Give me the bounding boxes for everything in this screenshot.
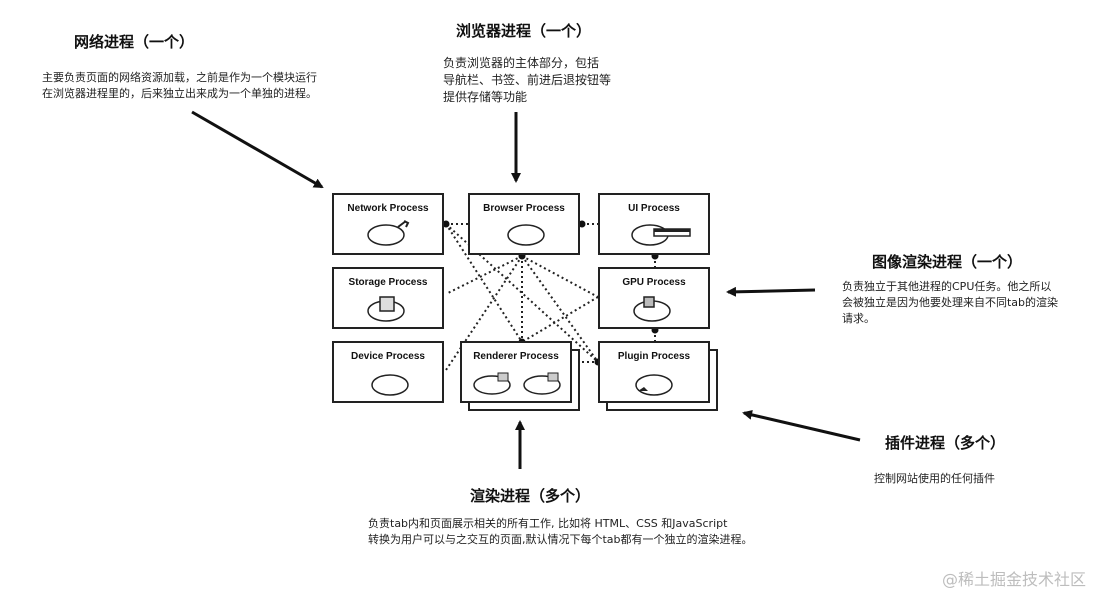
arrow-plugin [742,409,861,442]
connector-gpu-renderer [521,296,599,343]
network-process-label: Network Process [347,203,429,214]
browser-desc-line: 提供存储等功能 [443,90,528,104]
arrow-network [191,110,324,189]
ui-process-box: UI Process [598,193,710,255]
gpu-process-box: GPU Process [598,267,710,329]
renderer-process-label: Renderer Process [473,351,559,362]
storage-process-label: Storage Process [348,277,428,288]
network-desc-line: 在浏览器进程里的，后来独立出来成为一个单独的进程。 [42,87,317,100]
gpu-annotation-desc: 负责独立于其他进程的CPU任务。他之所以 会被独立是因为他要处理来自不同tab的… [842,279,1058,327]
dotted-connectors [445,223,656,371]
gpu-chip-icon [633,296,671,322]
process-loop [367,224,405,246]
renderer-annotation-desc: 负责tab内和页面展示相关的所有工作, 比如将 HTML、CSS 和JavaSc… [368,516,753,548]
network-desc-line: 主要负责页面的网络资源加载，之前是作为一个模块运行 [42,71,317,84]
network-annotation-title: 网络进程（一个） [74,33,195,51]
connector-network-plugin [445,223,599,363]
connector-browser-gpu [521,255,599,298]
renderer-process-box: Renderer Process [460,341,572,403]
browser-desc-line: 负责浏览器的主体部分，包括 [443,56,600,70]
toolbar-icon [631,224,691,246]
plugin-annotation-title: 插件进程（多个） [885,434,1006,452]
renderer-annotation-title: 渲染进程（多个） [470,487,591,505]
connector-network-renderer [445,223,523,343]
connector-browser-storage [445,255,523,295]
device-loop-icon [371,374,409,396]
gpu-process-label: GPU Process [622,277,686,288]
storage-box-icon [367,296,405,322]
watermark: @稀土掘金技术社区 [941,570,1086,589]
puzzle-icon [635,374,673,396]
gpu-desc-line: 负责独立于其他进程的CPU任务。他之所以 [842,280,1052,293]
storage-process-box: Storage Process [332,267,444,329]
browser-annotation-desc: 负责浏览器的主体部分，包括 导航栏、书签、前进后退按钮等 提供存储等功能 [443,55,611,106]
network-process-box: Network Process [332,193,444,255]
process-loop [507,224,545,246]
gpu-chip [643,296,655,308]
browser-desc-line: 导航栏、书签、前进后退按钮等 [443,73,612,87]
plugin-process-label: Plugin Process [617,351,691,362]
process-loop [635,374,673,396]
toolbar-band [654,229,690,232]
render-page [547,372,559,382]
annotation-arrows [191,110,861,469]
renderer-desc-line: 转换为用户可以与之交互的页面,默认情况下每个tab都有一个独立的渲染进程。 [368,533,753,546]
render-page-icon [473,372,561,395]
process-loop [371,374,409,396]
process-loop [473,375,511,395]
arrow-gpu [726,286,816,297]
wrench-shape [397,220,410,228]
connector-browser-plugin [521,255,599,363]
wrench-icon [367,220,410,246]
gpu-desc-line: 请求。 [842,312,875,325]
storage-box [379,296,395,312]
connector-dot [578,220,586,228]
browser-process-label: Browser Process [483,203,565,214]
ui-process-label: UI Process [628,203,680,214]
render-page [497,372,509,382]
renderer-desc-line: 负责tab内和页面展示相关的所有工作, 比如将 HTML、CSS 和JavaSc… [368,517,728,530]
browser-process-box: Browser Process [468,193,580,255]
gpu-annotation-title: 图像渲染进程（一个） [872,253,1023,271]
network-annotation-desc: 主要负责页面的网络资源加载，之前是作为一个模块运行 在浏览器进程里的，后来独立出… [42,70,317,102]
device-process-label: Device Process [351,351,425,362]
browser-annotation-title: 浏览器进程（一个） [456,22,592,40]
process-loop [523,375,561,395]
gpu-desc-line: 会被独立是因为他要处理来自不同tab的渲染 [842,296,1059,309]
browser-loop-icon [507,224,545,246]
plugin-annotation-desc: 控制网站使用的任何插件 [874,472,995,485]
device-process-box: Device Process [332,341,444,403]
puzzle-shape [638,387,648,391]
connector-dot [442,220,450,228]
plugin-process-box: Plugin Process [598,341,710,403]
